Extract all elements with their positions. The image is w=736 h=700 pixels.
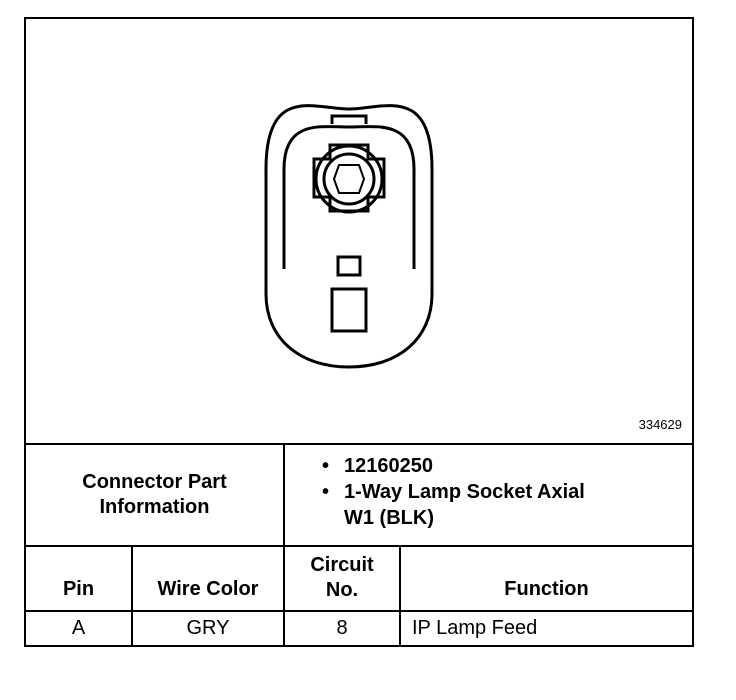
socket-inner-ring xyxy=(322,152,376,206)
row-wire-color: GRY xyxy=(186,617,230,639)
table-top-border xyxy=(26,443,692,445)
terminal-blade xyxy=(330,287,368,333)
connector-drawing xyxy=(264,104,434,369)
socket-inner-profile xyxy=(282,125,416,269)
socket-outer-body xyxy=(264,104,434,369)
socket-contact xyxy=(332,164,366,194)
header-pin: Pin xyxy=(62,577,95,600)
column-divider xyxy=(399,545,401,645)
socket-key-notch xyxy=(330,114,368,124)
connector-part-info-label: Connector Part Information xyxy=(82,471,227,518)
row-pin: A xyxy=(71,617,86,639)
header-wire-color: Wire Color xyxy=(157,577,259,600)
part-number: 12160250 xyxy=(344,455,433,477)
connector-part-info-list: •12160250 •1-Way Lamp Socket Axial W1 (B… xyxy=(322,453,604,531)
figure-number: 334629 xyxy=(638,417,682,432)
header-function: Function xyxy=(504,577,589,600)
list-item: •12160250 xyxy=(322,455,433,477)
terminal-small xyxy=(336,255,362,277)
row-circuit-no: 8 xyxy=(336,617,348,639)
header-circuit-no: Circuit No. xyxy=(310,554,374,601)
column-divider xyxy=(283,443,285,645)
list-item: •1-Way Lamp Socket Axial W1 (BLK) xyxy=(322,479,604,531)
row-function: IP Lamp Feed xyxy=(412,617,538,639)
column-divider xyxy=(131,545,133,645)
connector-diagram-frame: 334629 Connector Part Information •12160… xyxy=(24,17,694,647)
socket-outer-ring xyxy=(314,144,384,214)
info-row-border xyxy=(26,545,692,547)
part-description: 1-Way Lamp Socket Axial W1 (BLK) xyxy=(344,481,585,529)
header-row-border xyxy=(26,610,692,612)
